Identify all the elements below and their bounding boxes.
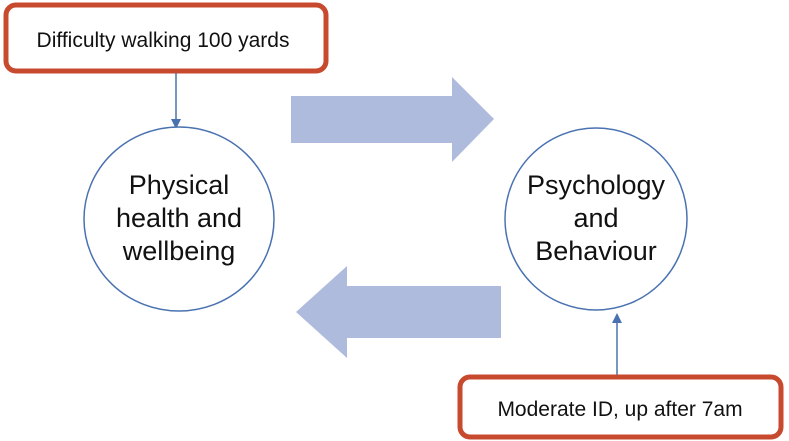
psychology-line-2: and bbox=[573, 203, 618, 233]
top-factor-label: Difficulty walking 100 yards bbox=[37, 29, 290, 52]
bottom-factor-label: Moderate ID, up after 7am bbox=[497, 398, 742, 421]
physical-health-circle-shape bbox=[83, 126, 275, 312]
psychology-line-3: Behaviour bbox=[535, 236, 657, 266]
top-factor-box-border bbox=[3, 2, 329, 74]
physical-health-line-2: health and bbox=[116, 203, 242, 233]
psychology-line-1: Psychology bbox=[527, 170, 666, 200]
right-block-arrow bbox=[291, 77, 494, 162]
physical-health-circle: Physical health and wellbeing bbox=[83, 126, 275, 312]
left-block-arrow bbox=[296, 266, 501, 358]
bottom-factor-box: Moderate ID, up after 7am bbox=[457, 374, 784, 440]
physical-health-line-1: Physical bbox=[129, 170, 230, 200]
psychology-behaviour-circle: Psychology and Behaviour bbox=[504, 127, 688, 311]
psychology-behaviour-circle-shape bbox=[504, 127, 688, 311]
physical-health-line-3: wellbeing bbox=[122, 236, 236, 266]
top-factor-box: Difficulty walking 100 yards bbox=[3, 2, 329, 74]
bottom-factor-box-border bbox=[457, 374, 784, 440]
